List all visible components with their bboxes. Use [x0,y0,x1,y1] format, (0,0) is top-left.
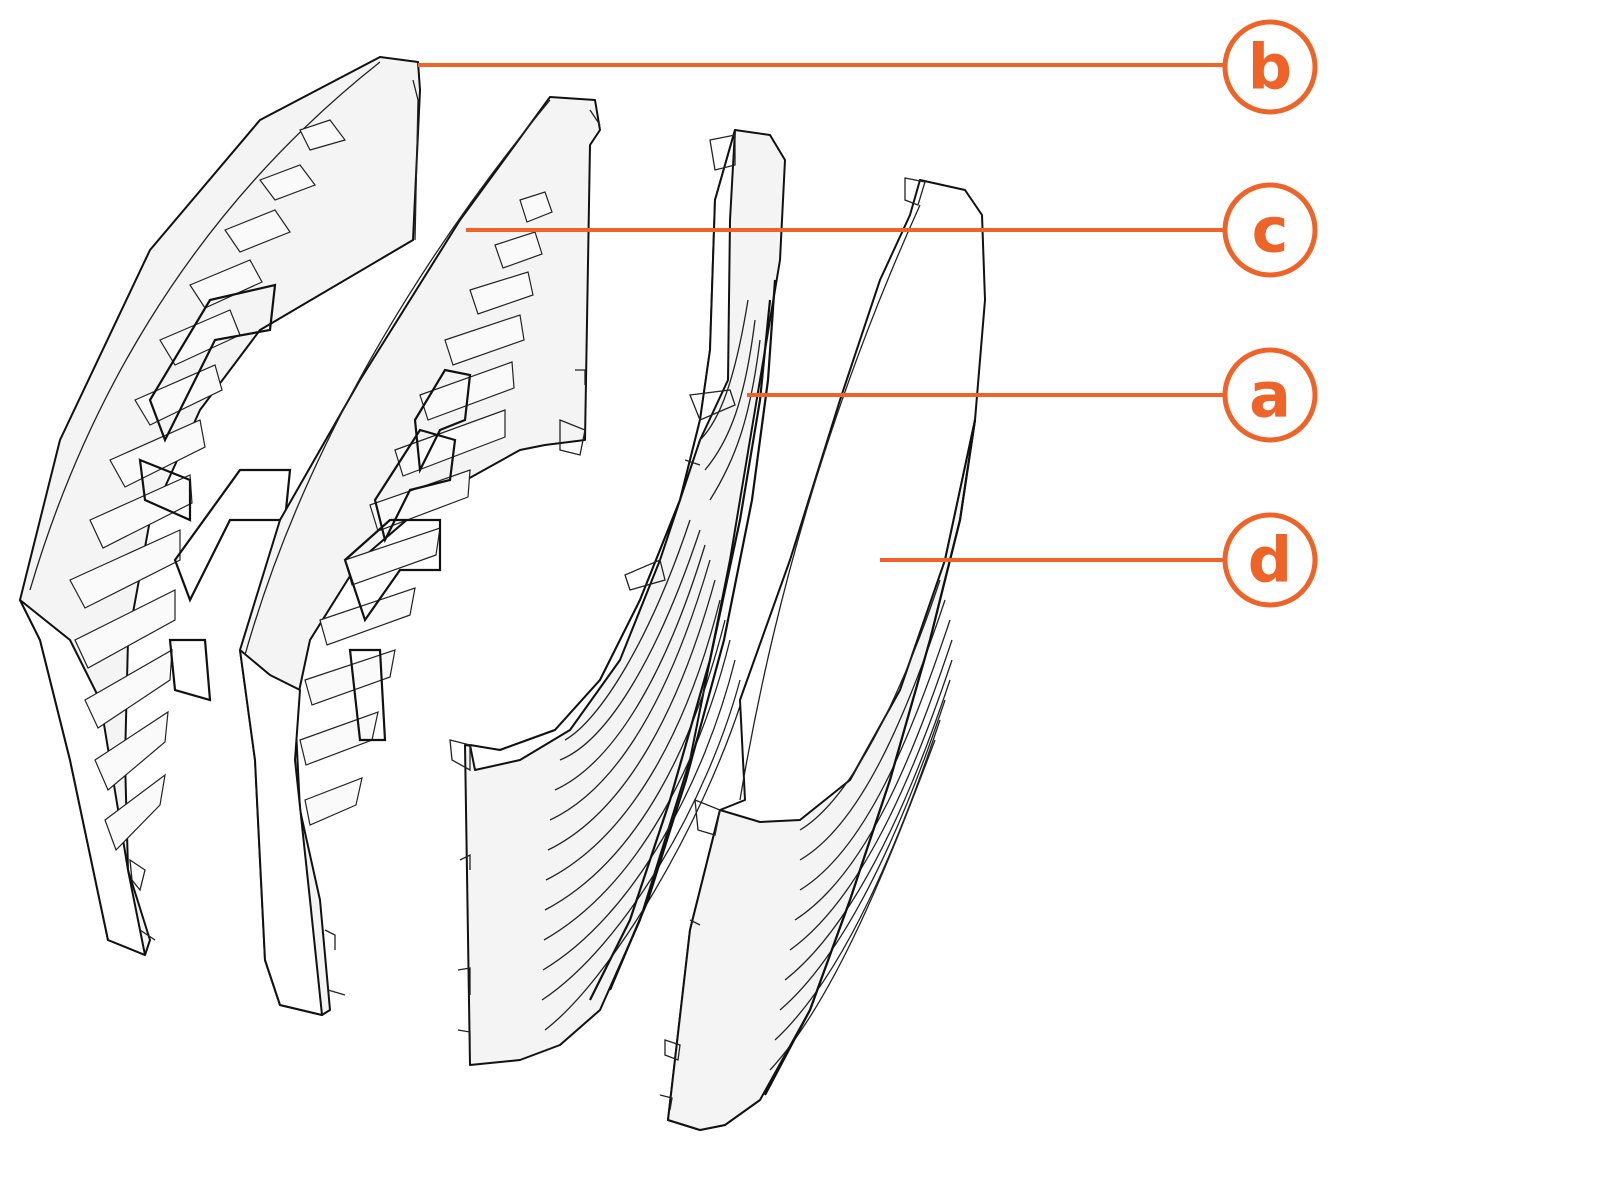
callout-circle-a [1222,347,1318,443]
callout-b: b [418,19,1318,115]
part-d-front-cover [659,177,986,1131]
part-b-rear-frame [19,56,421,956]
callout-circle-d [1222,512,1318,608]
part-a-slatted-panel [449,129,786,1066]
callout-c: c [466,182,1318,278]
callout-label-b: b [1248,31,1292,104]
callout-d: d [880,512,1318,608]
part-c-second-frame [239,96,601,1016]
callout-label-d: d [1248,524,1292,597]
callout-label-c: c [1252,194,1289,267]
callout-label-a: a [1249,359,1291,432]
callout-circle-c [1222,182,1318,278]
callout-circle-b [1222,19,1318,115]
callout-a: a [747,347,1318,443]
